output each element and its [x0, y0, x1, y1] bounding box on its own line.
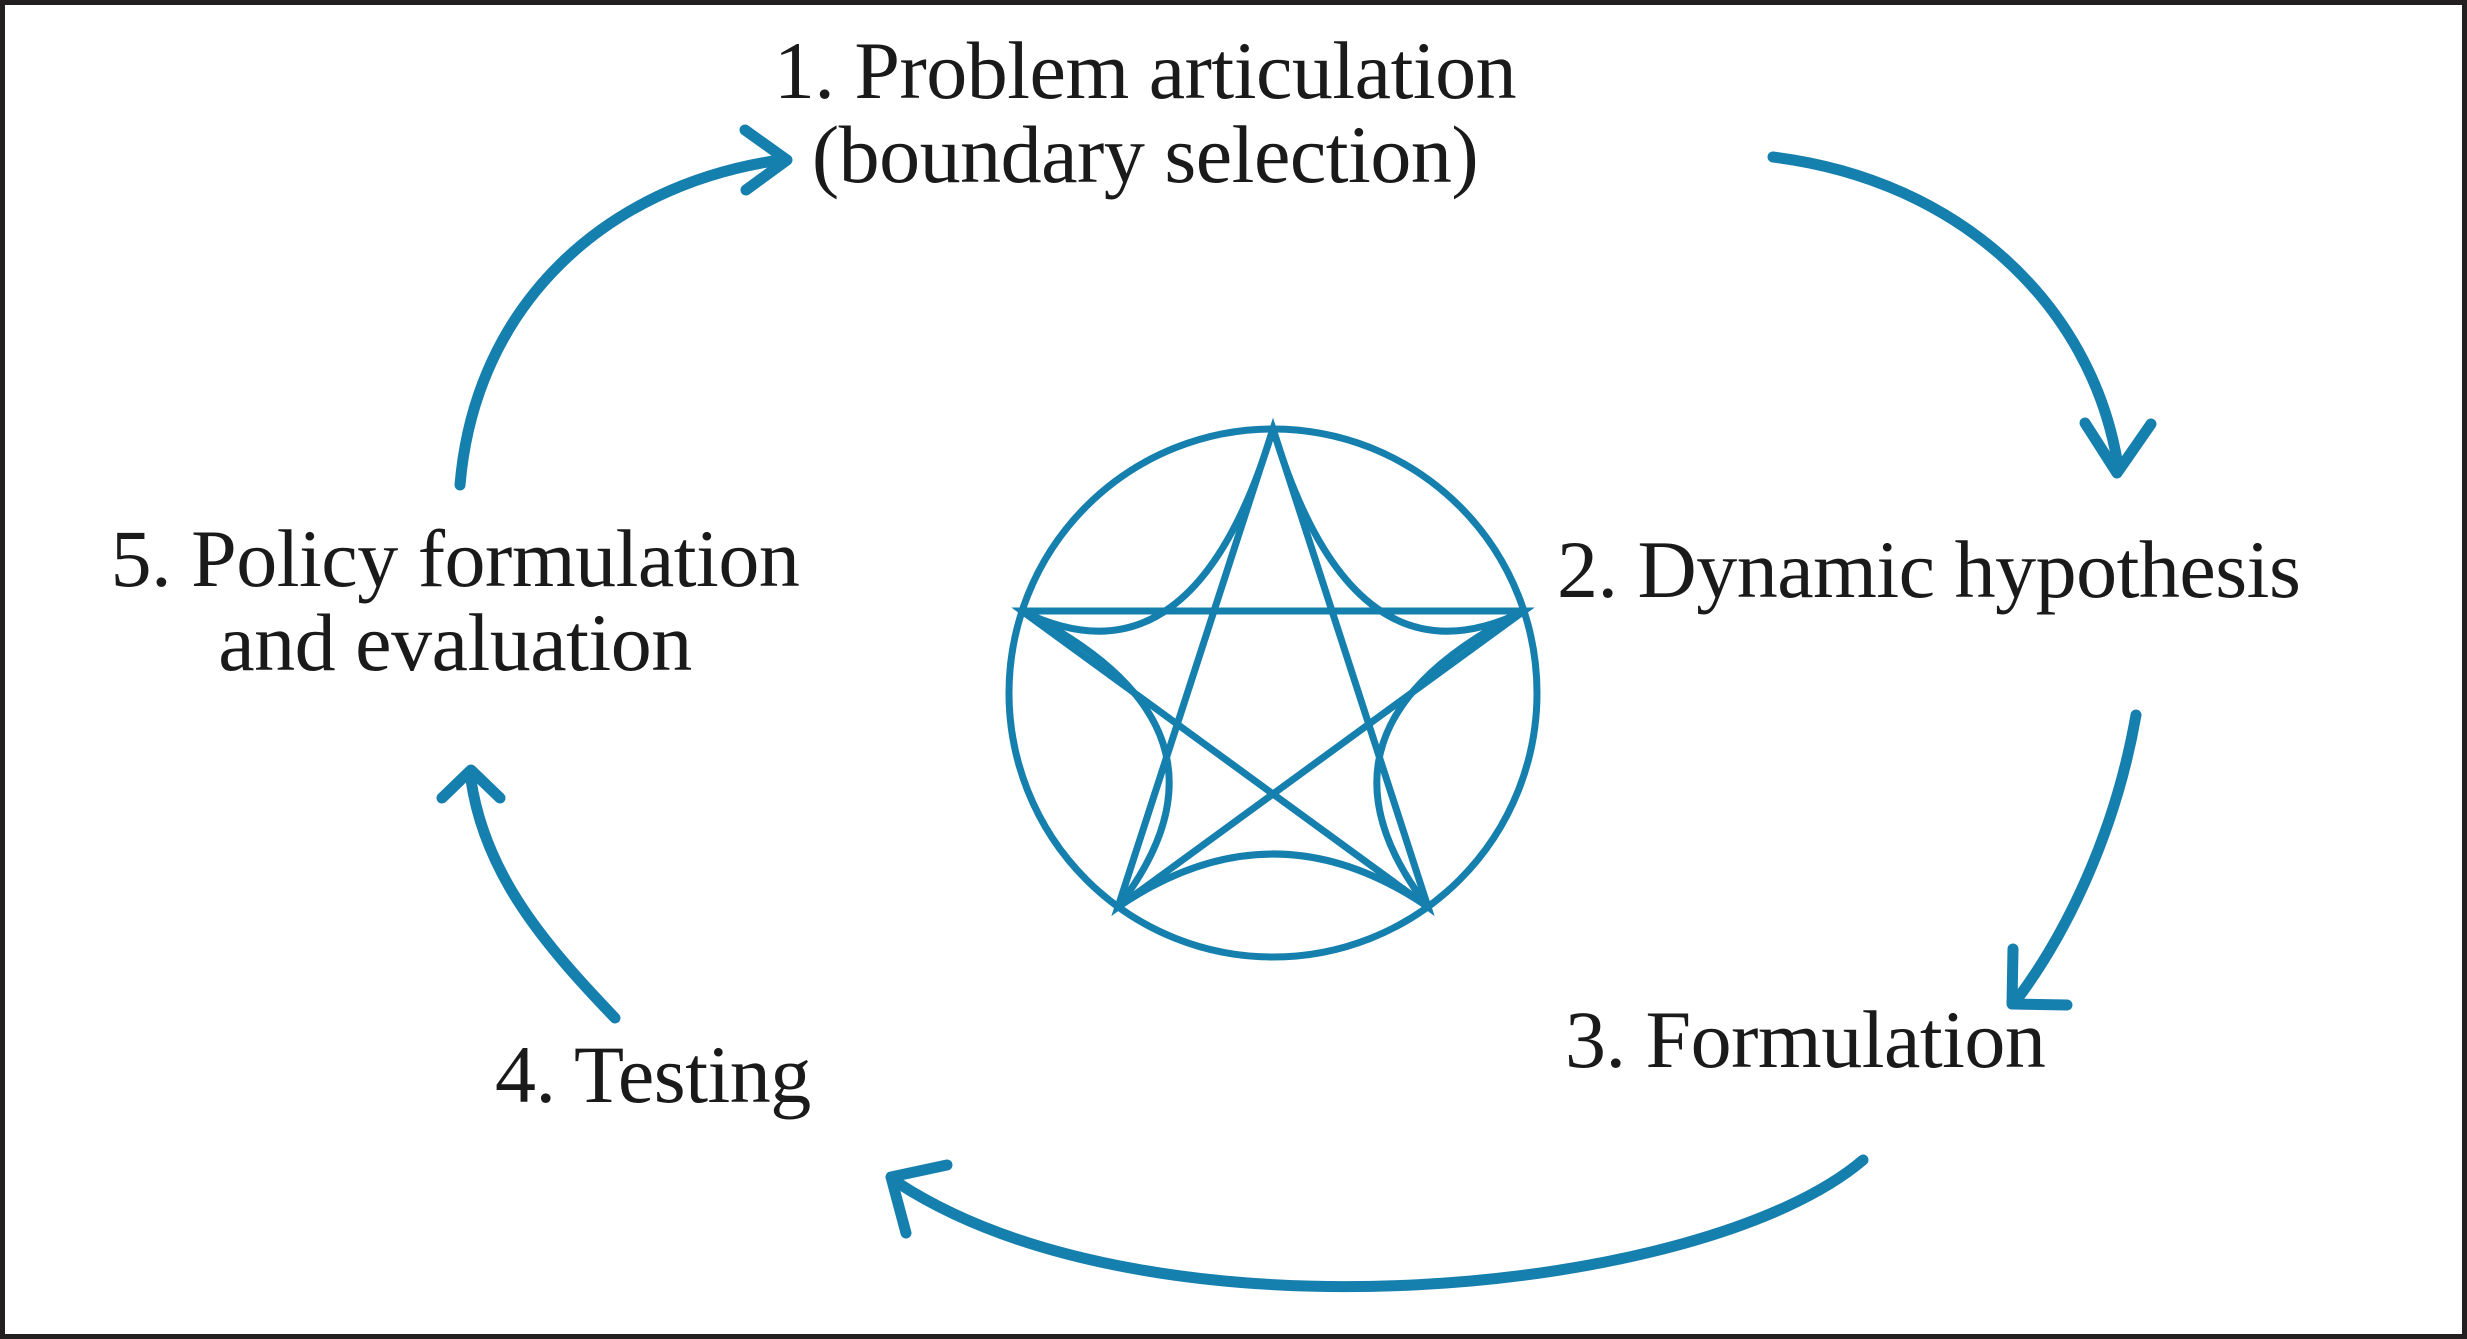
step-label-policy-formulation-and-evaluation: 5. Policy formulation and evaluation [110, 513, 800, 689]
step-label-dynamic-hypothesis: 2. Dynamic hypothesis [1557, 524, 2301, 615]
step-label-problem-articulation: 1. Problem articulation (boundary select… [773, 25, 1517, 201]
step-label-formulation: 3. Formulation [1565, 994, 2046, 1085]
emblem-arc-top-right [1269, 425, 1528, 635]
emblem-circle [1005, 425, 1541, 961]
arrow-3-to-4 [885, 1154, 1869, 1293]
arrow-5-to-1 [454, 124, 793, 491]
diagram-graphics [436, 124, 2157, 1293]
emblem-arc-left-top [1018, 425, 1277, 635]
pentagram-in-circle-emblem [1005, 417, 1541, 961]
arrow-2-to-3 [2006, 709, 2142, 1011]
emblem-star-lines [1011, 417, 1535, 917]
emblem-arc-bottom [1114, 850, 1432, 911]
emblem-arc-right-bottom [1373, 607, 1528, 911]
arrow-4-to-5 [436, 764, 621, 1024]
step-label-testing: 4. Testing [495, 1029, 811, 1120]
arrow-1-to-2 [1767, 151, 2157, 479]
emblem-arc-bottom-left [1018, 607, 1173, 911]
